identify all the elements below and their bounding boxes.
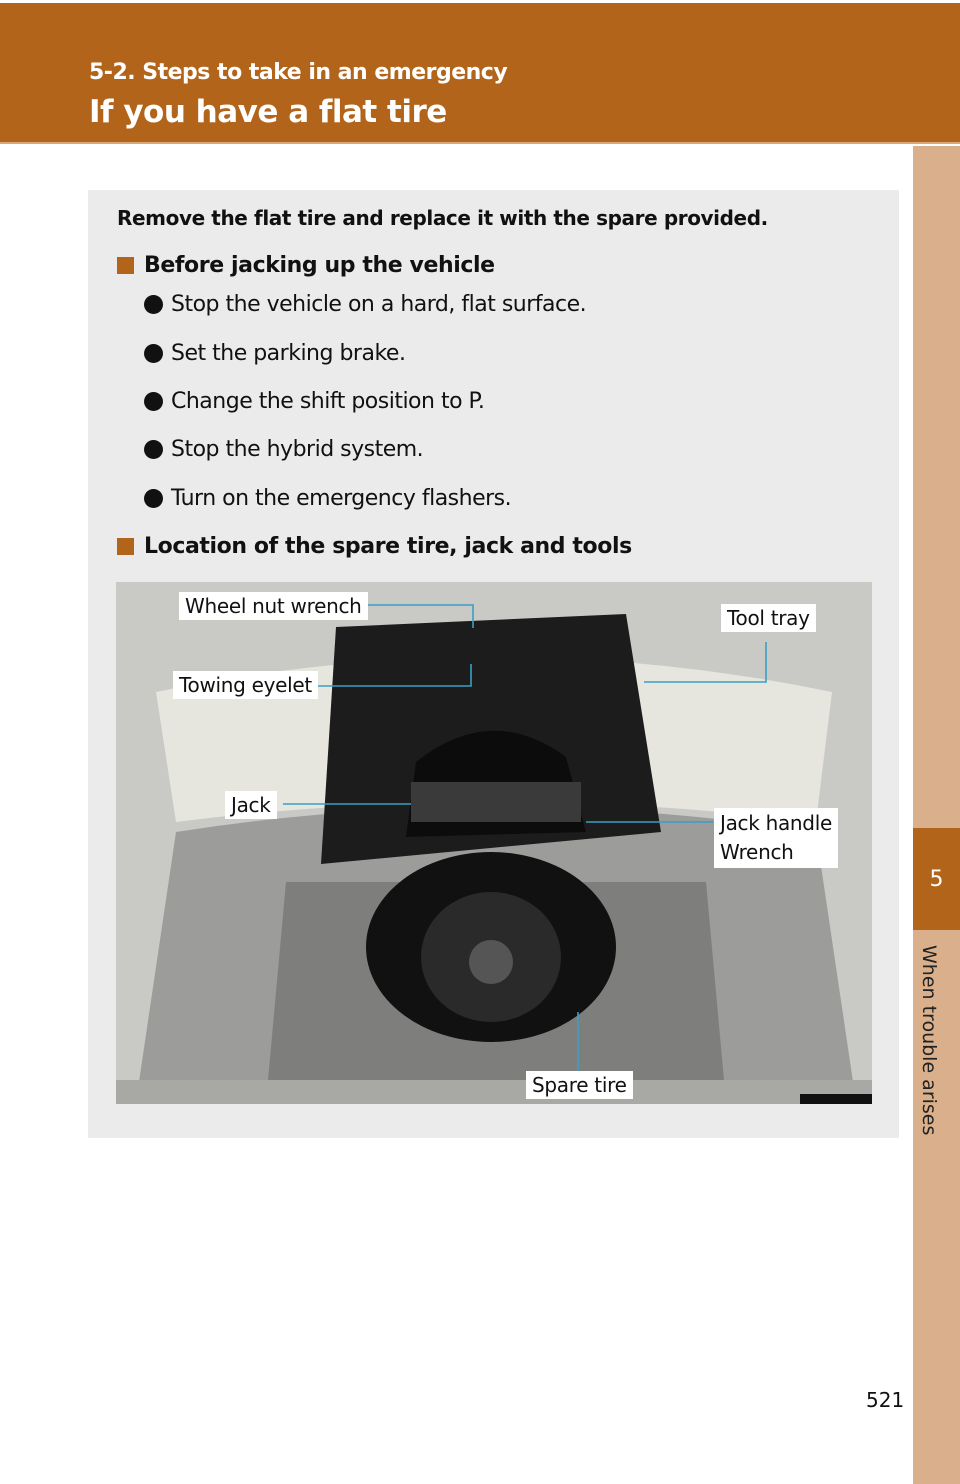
bullet-icon — [144, 392, 163, 411]
bullet-text: Stop the vehicle on a hard, flat surface… — [171, 292, 587, 317]
intro-text: Remove the flat tire and replace it with… — [117, 206, 768, 230]
bullet-text: Stop the hybrid system. — [171, 437, 424, 462]
bullet-icon — [144, 440, 163, 459]
page-title: If you have a flat tire — [89, 94, 447, 130]
heading-location: Location of the spare tire, jack and too… — [117, 534, 632, 559]
bullet-item: Stop the hybrid system. — [144, 437, 424, 462]
bullet-item: Stop the vehicle on a hard, flat surface… — [144, 292, 587, 317]
label-wheel-nut-wrench: Wheel nut wrench — [179, 592, 368, 620]
figure-code-tag — [800, 1094, 872, 1104]
heading-before-jacking: Before jacking up the vehicle — [117, 253, 495, 278]
bullet-icon — [144, 489, 163, 508]
bullet-icon — [144, 344, 163, 363]
label-jack: Jack — [225, 791, 277, 819]
bullet-text: Change the shift position to P. — [171, 389, 485, 414]
label-wrench: Wrench — [720, 840, 794, 864]
section-title: 5-2. Steps to take in an emergency — [89, 60, 508, 85]
page-header: 5-2. Steps to take in an emergency If yo… — [0, 3, 960, 144]
label-jack-handle: Jack handle — [720, 811, 832, 835]
bullet-text: Set the parking brake. — [171, 341, 406, 366]
chapter-label: When trouble arises — [918, 945, 940, 1136]
chapter-sidetab — [913, 146, 960, 1484]
square-bullet-icon — [117, 257, 134, 274]
label-towing-eyelet: Towing eyelet — [173, 671, 318, 699]
page-number: 521 — [866, 1388, 905, 1412]
heading-text: Before jacking up the vehicle — [144, 253, 495, 278]
label-spare-tire: Spare tire — [526, 1071, 633, 1099]
bullet-item: Change the shift position to P. — [144, 389, 485, 414]
bullet-icon — [144, 295, 163, 314]
bullet-text: Turn on the emergency flashers. — [171, 486, 512, 511]
trunk-illustration: Wheel nut wrench Tool tray Towing eyelet… — [116, 582, 872, 1104]
heading-text: Location of the spare tire, jack and too… — [144, 534, 632, 559]
chapter-number-tab[interactable]: 5 — [913, 828, 960, 930]
bullet-item: Set the parking brake. — [144, 341, 406, 366]
label-tool-tray: Tool tray — [721, 604, 816, 632]
bullet-item: Turn on the emergency flashers. — [144, 486, 512, 511]
square-bullet-icon — [117, 538, 134, 555]
